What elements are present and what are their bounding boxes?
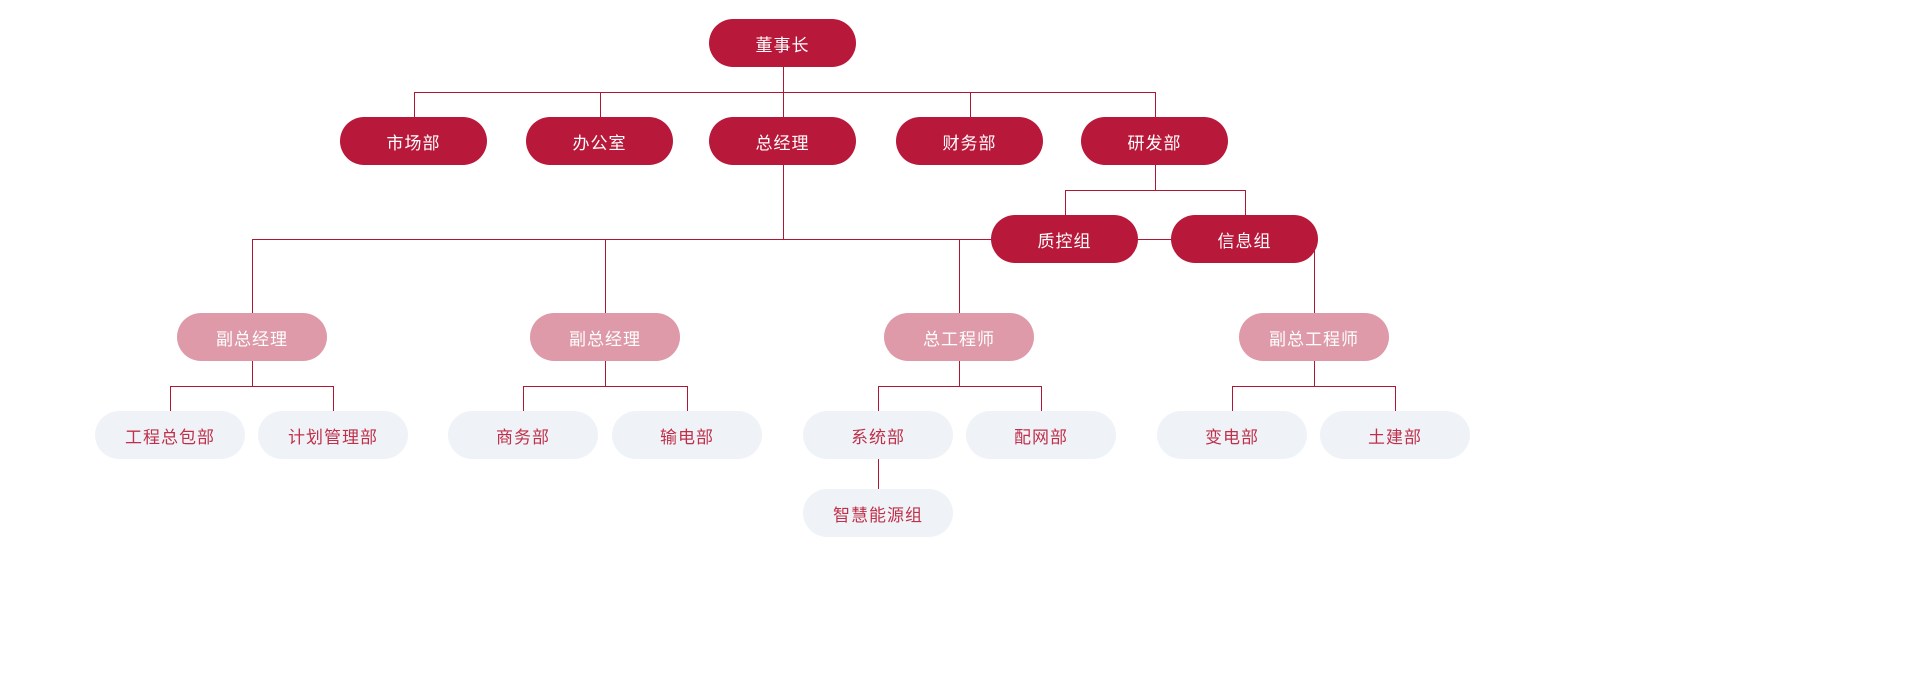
connector-bus-deputy-chief-eng xyxy=(1232,386,1395,387)
org-node-label: 配网部 xyxy=(1014,427,1068,447)
connector-drop-business-dept xyxy=(523,386,524,411)
connector-bus-chief-engineer xyxy=(878,386,1041,387)
connector-stem-chief-engineer xyxy=(959,361,960,386)
org-node-label: 计划管理部 xyxy=(288,427,378,447)
org-node-marketing[interactable]: 市场部 xyxy=(340,117,487,165)
org-node-deputy-chief-eng[interactable]: 副总工程师 xyxy=(1239,313,1389,361)
org-node-label: 财务部 xyxy=(942,133,997,153)
org-node-system-dept[interactable]: 系统部 xyxy=(803,411,953,459)
org-node-distribution[interactable]: 配网部 xyxy=(966,411,1116,459)
connector-bus-deputy-gm-1 xyxy=(170,386,333,387)
connector-drop-deputy-gm-1 xyxy=(252,239,253,313)
org-node-label: 副总经理 xyxy=(569,329,641,349)
org-node-label: 工程总包部 xyxy=(125,427,215,447)
org-node-label: 副总工程师 xyxy=(1269,329,1359,349)
org-node-label: 商务部 xyxy=(496,427,550,447)
org-node-label: 办公室 xyxy=(572,133,627,153)
org-node-business-dept[interactable]: 商务部 xyxy=(448,411,598,459)
connector-drop-qc-group xyxy=(1065,190,1066,215)
connector-stem-rnd xyxy=(1155,165,1156,190)
connector-drop-finance xyxy=(970,92,971,117)
org-node-deputy-gm-2[interactable]: 副总经理 xyxy=(530,313,680,361)
org-node-label: 市场部 xyxy=(386,133,441,153)
org-node-plan-mgmt-dept[interactable]: 计划管理部 xyxy=(258,411,408,459)
connector-bus-rnd xyxy=(1065,190,1245,191)
connector-stem-deputy-chief-eng xyxy=(1314,361,1315,386)
org-node-smart-energy[interactable]: 智慧能源组 xyxy=(803,489,953,537)
org-node-finance[interactable]: 财务部 xyxy=(896,117,1043,165)
org-node-chief-engineer[interactable]: 总工程师 xyxy=(884,313,1034,361)
connector-drop-system-dept xyxy=(878,386,879,411)
connector-drop-marketing xyxy=(414,92,415,117)
org-node-civil-dept[interactable]: 土建部 xyxy=(1320,411,1470,459)
connector-drop-office xyxy=(600,92,601,117)
connector-stem-deputy-gm-1 xyxy=(252,361,253,386)
connector-bus-deputy-gm-2 xyxy=(523,386,687,387)
org-node-transmission[interactable]: 输电部 xyxy=(612,411,762,459)
connector-drop-info-group xyxy=(1245,190,1246,215)
org-node-label: 研发部 xyxy=(1127,133,1182,153)
org-node-label: 智慧能源组 xyxy=(833,505,923,525)
org-node-substation[interactable]: 变电部 xyxy=(1157,411,1307,459)
connector-drop-general-manager xyxy=(783,92,784,117)
connector-stem-general-manager xyxy=(783,165,784,239)
org-node-office[interactable]: 办公室 xyxy=(526,117,673,165)
org-node-label: 输电部 xyxy=(660,427,714,447)
connector-bus-chairman xyxy=(414,92,1155,93)
connector-drop-rnd xyxy=(1155,92,1156,117)
org-node-label: 董事长 xyxy=(755,35,810,55)
connector-drop-plan-mgmt-dept xyxy=(333,386,334,411)
org-node-general-manager[interactable]: 总经理 xyxy=(709,117,856,165)
org-node-label: 土建部 xyxy=(1368,427,1422,447)
org-node-deputy-gm-1[interactable]: 副总经理 xyxy=(177,313,327,361)
org-node-epc-dept[interactable]: 工程总包部 xyxy=(95,411,245,459)
connector-drop-smart-energy xyxy=(878,474,879,489)
org-node-label: 系统部 xyxy=(851,427,905,447)
connector-drop-civil-dept xyxy=(1395,386,1396,411)
org-node-qc-group[interactable]: 质控组 xyxy=(991,215,1138,263)
connector-stem-chairman xyxy=(783,67,784,92)
org-node-label: 总工程师 xyxy=(923,329,995,349)
connector-stem-deputy-gm-2 xyxy=(605,361,606,386)
connector-drop-deputy-chief-eng xyxy=(1314,239,1315,313)
org-node-chairman[interactable]: 董事长 xyxy=(709,19,856,67)
connector-drop-substation xyxy=(1232,386,1233,411)
connector-drop-deputy-gm-2 xyxy=(605,239,606,313)
connector-drop-chief-engineer xyxy=(959,239,960,313)
connector-drop-distribution xyxy=(1041,386,1042,411)
org-node-label: 副总经理 xyxy=(216,329,288,349)
connector-bus-general-manager xyxy=(252,239,1314,240)
connector-drop-epc-dept xyxy=(170,386,171,411)
org-node-label: 总经理 xyxy=(755,133,810,153)
org-node-info-group[interactable]: 信息组 xyxy=(1171,215,1318,263)
org-node-label: 信息组 xyxy=(1217,231,1272,251)
connector-stem-system-dept xyxy=(878,459,879,474)
org-node-label: 质控组 xyxy=(1037,231,1092,251)
connector-drop-transmission xyxy=(687,386,688,411)
org-node-label: 变电部 xyxy=(1205,427,1259,447)
org-node-rnd[interactable]: 研发部 xyxy=(1081,117,1228,165)
